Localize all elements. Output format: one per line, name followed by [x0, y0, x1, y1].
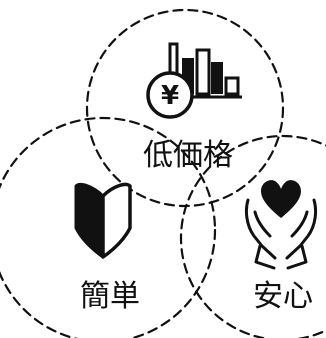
label-price: 低価格	[143, 138, 233, 173]
label-safe: 安心	[253, 279, 313, 314]
label-easy: 簡単	[80, 279, 140, 314]
yen-coin-bar-chart-icon: ¥	[146, 42, 242, 119]
beginner-mark-icon	[74, 182, 132, 259]
yen-symbol: ¥	[161, 81, 179, 111]
circle-safe	[179, 134, 326, 338]
hands-holding-heart-icon	[244, 180, 318, 270]
circle-easy	[0, 116, 217, 338]
